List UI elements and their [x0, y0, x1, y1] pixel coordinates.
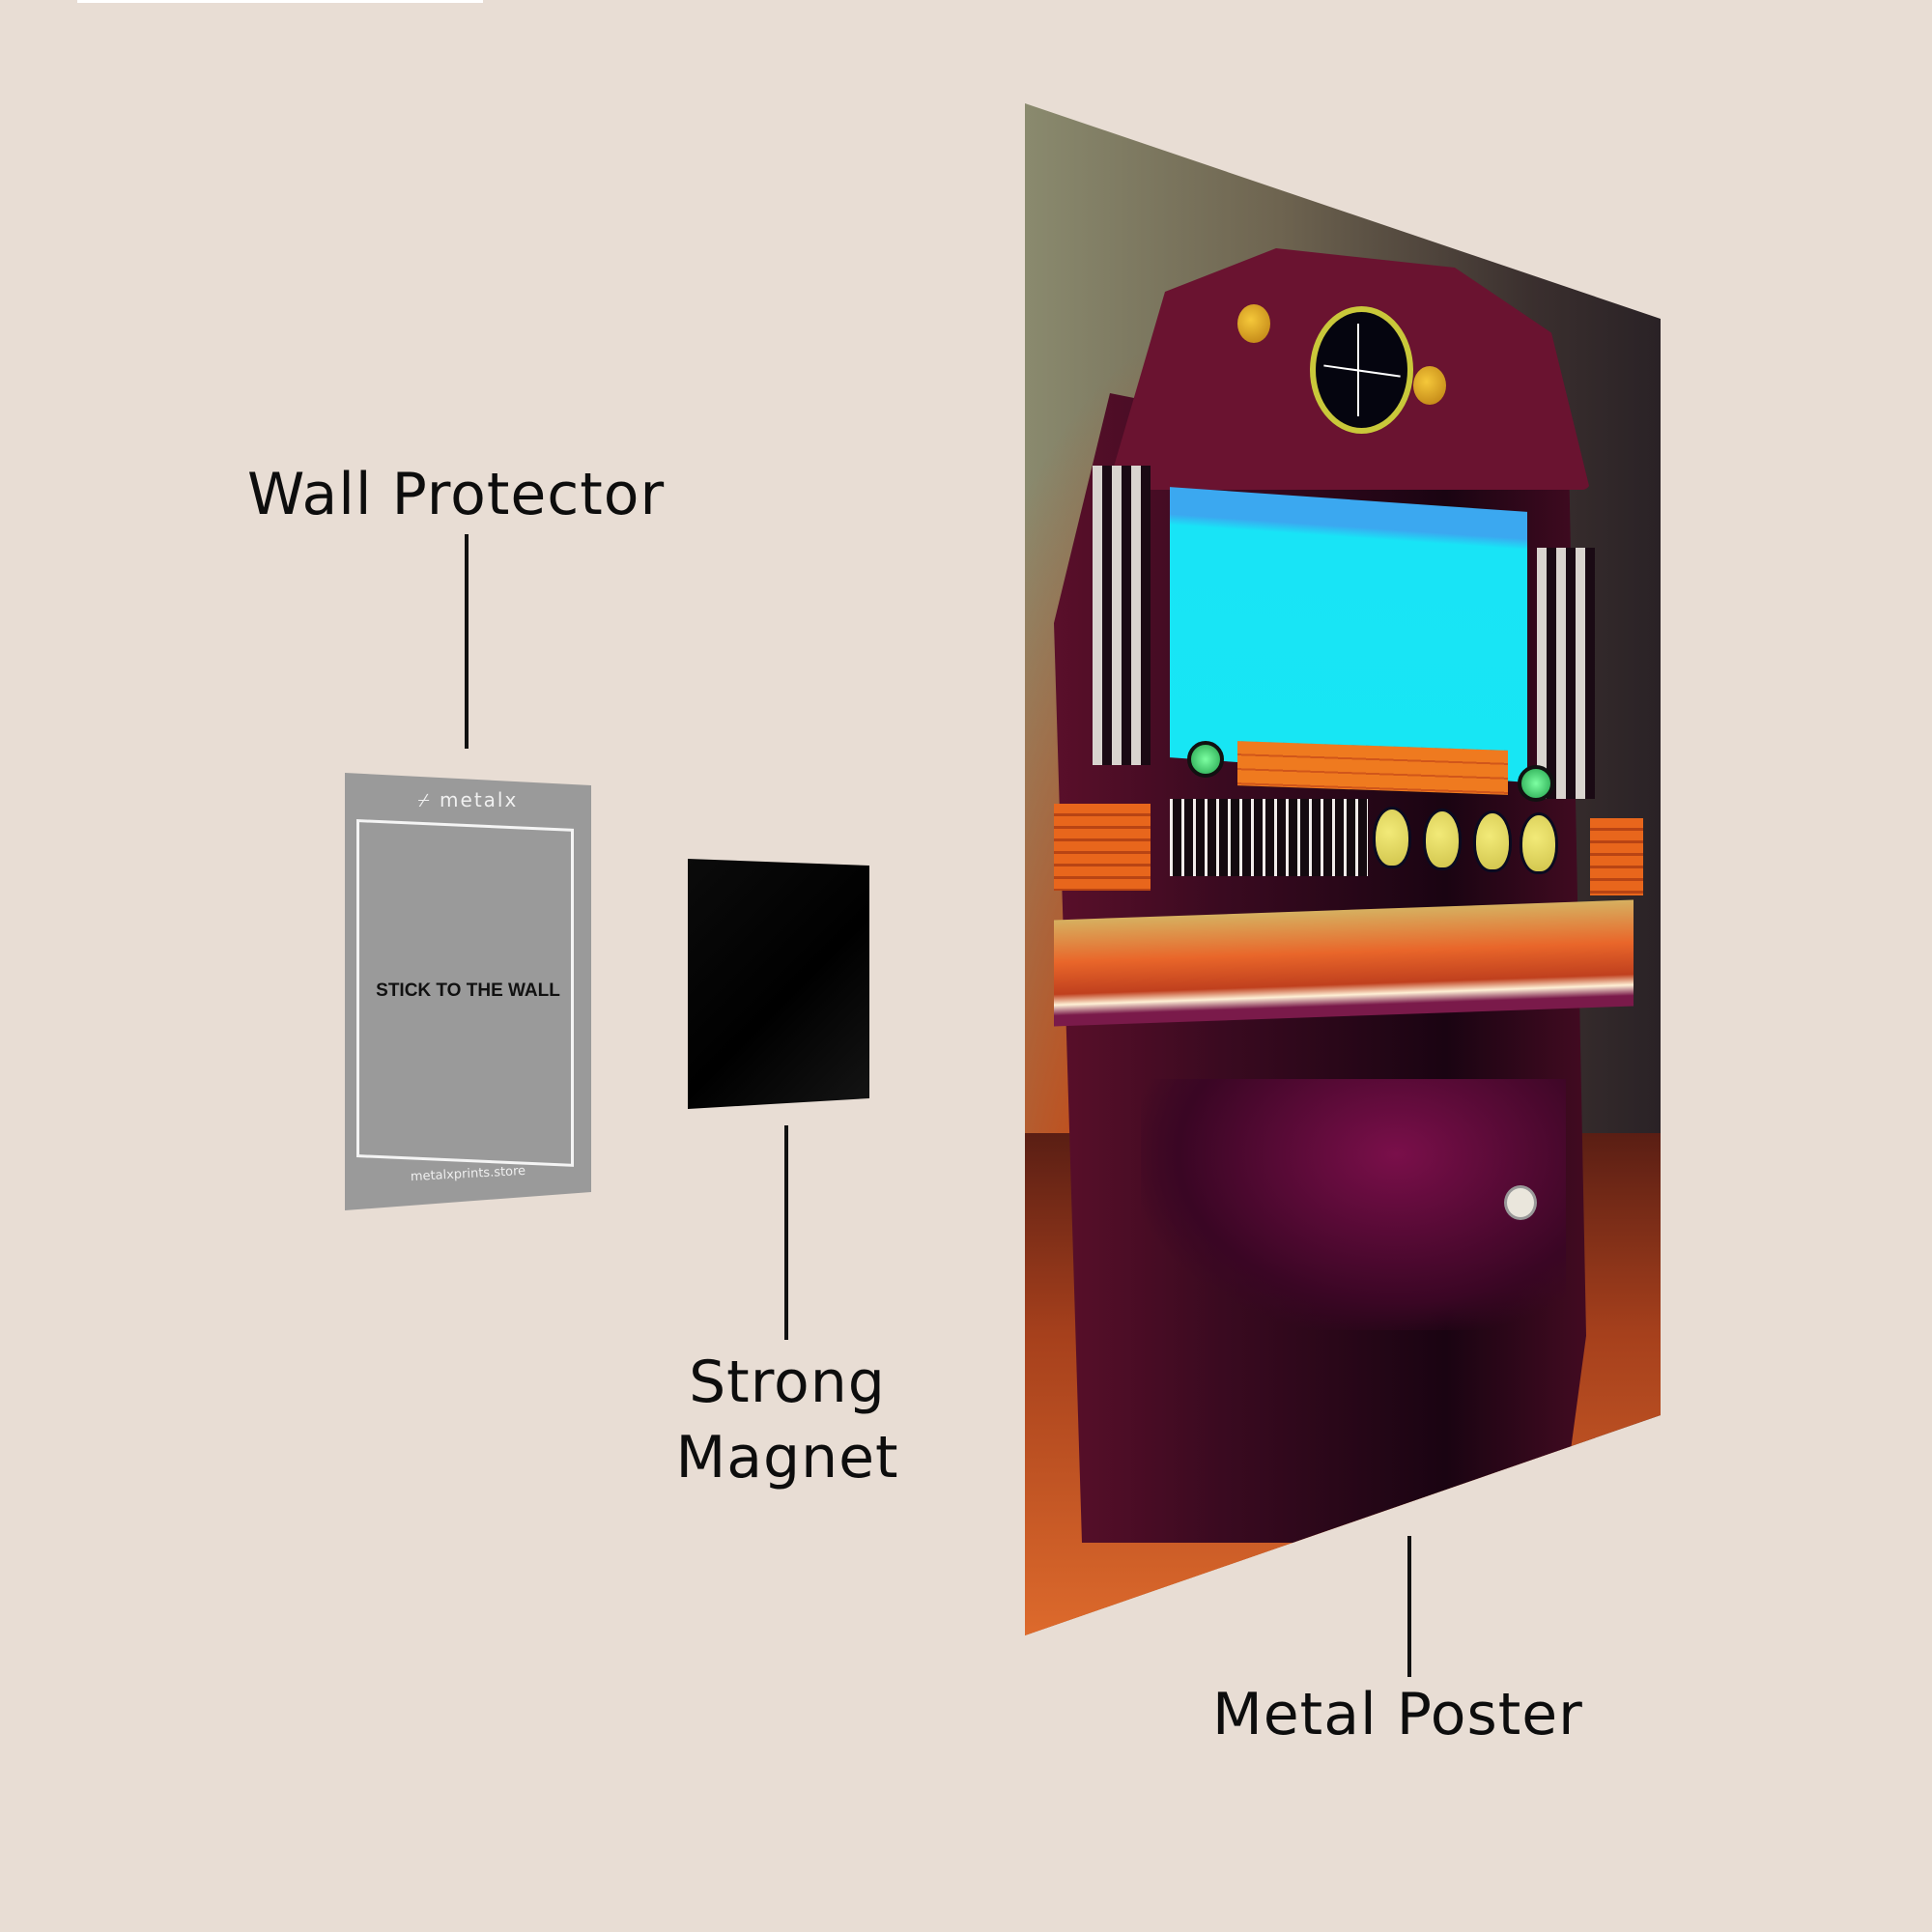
strong-magnet-label: Strong Magnet	[667, 1345, 908, 1495]
yellow-knob-icon	[1473, 810, 1512, 872]
left-stripe-panel	[1093, 466, 1151, 765]
metal-poster-leader-line	[1407, 1536, 1411, 1677]
strong-magnet-plate	[688, 859, 869, 1109]
amber-light-icon	[1237, 304, 1270, 343]
stick-to-wall-text: STICK TO THE WALL	[376, 980, 560, 1001]
right-stripe-panel	[1537, 548, 1595, 799]
arcade-screen	[1170, 487, 1527, 782]
amber-light-icon	[1413, 366, 1446, 405]
cabinet-lower-arch	[1141, 1079, 1566, 1330]
yellow-knob-icon	[1520, 812, 1558, 874]
wall-protector-leader-line	[465, 534, 469, 749]
strong-magnet-leader-line	[784, 1125, 788, 1340]
green-light-icon	[1518, 765, 1554, 802]
top-edge-bar	[77, 0, 483, 3]
metalx-logo: ⌿ metalx	[417, 788, 519, 811]
white-button-icon	[1504, 1185, 1537, 1220]
store-url-text: metalxprints.store	[410, 1163, 526, 1185]
orange-marquee-strip	[1237, 741, 1508, 795]
wall-protector-label: Wall Protector	[247, 461, 666, 528]
wall-protector-card: ⌿ metalx STICK TO THE WALL metalxprints.…	[345, 773, 591, 1210]
wood-panel-right	[1590, 818, 1643, 895]
metal-poster-image	[1025, 103, 1661, 1635]
wood-panel-left	[1054, 804, 1151, 891]
strong-magnet-label-line2: Magnet	[675, 1424, 899, 1492]
control-panel-deck	[1054, 899, 1634, 1027]
yellow-knob-icon	[1373, 807, 1411, 868]
strong-magnet-label-line1: Strong	[689, 1349, 886, 1416]
metal-poster-label: Metal Poster	[1212, 1681, 1583, 1748]
speaker-grille	[1170, 799, 1368, 876]
green-light-icon	[1187, 741, 1224, 778]
radar-dial-icon	[1310, 306, 1413, 434]
yellow-knob-icon	[1423, 809, 1462, 870]
